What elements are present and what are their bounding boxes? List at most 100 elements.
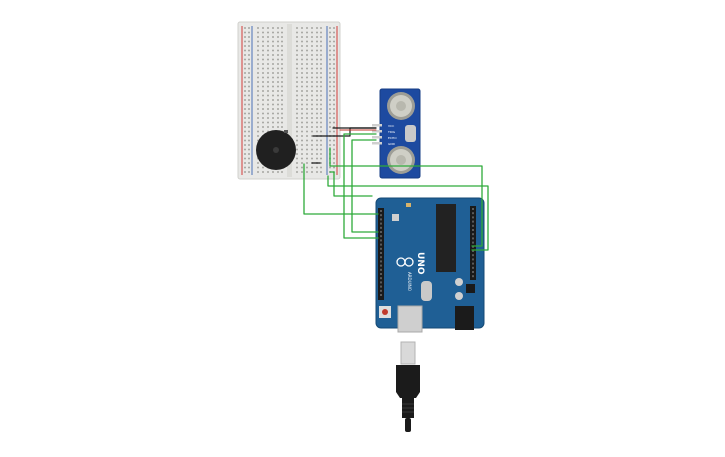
breadboard-hole [296,40,298,43]
breadboard-hole [320,117,322,119]
arduino-header-pin [380,289,382,292]
breadboard-hole [296,49,298,52]
breadboard-hole [281,36,283,38]
arduino-header-pin [380,256,382,259]
usb-cable[interactable] [396,341,420,432]
breadboard-hole [296,121,298,124]
ultrasonic-sensor[interactable]: VCC TRIG ECHO GND [372,88,421,179]
breadboard-hole [248,63,250,65]
breadboard-hole [262,126,264,128]
breadboard-hole [329,85,331,88]
breadboard-hole [248,58,250,61]
breadboard-hole [244,81,246,83]
breadboard-hole [257,85,259,88]
breadboard-hole [311,108,313,110]
usb-plug-housing [396,365,420,398]
breadboard-hole [244,108,246,110]
breadboard-hole [281,85,283,88]
breadboard-hole [267,99,269,101]
arduino-header-pin [472,229,474,231]
breadboard-hole [301,135,303,137]
breadboard-hole [267,54,269,56]
breadboard-hole [329,49,331,52]
arduino-smd-part [392,214,399,221]
breadboard-hole [267,72,269,74]
breadboard-hole [257,31,259,34]
breadboard-hole [296,135,298,137]
breadboard-hole [248,126,250,128]
arduino-header-pin [380,281,382,284]
breadboard-hole [257,121,259,124]
breadboard-hole [296,157,298,160]
breadboard-hole [311,121,313,124]
breadboard-hole [306,148,308,151]
breadboard-hole [296,45,298,47]
arduino-header-pin [380,252,382,254]
breadboard-hole [272,58,274,61]
breadboard-hole [306,112,308,115]
wire-green-rail [329,171,373,197]
breadboard-hole [281,27,283,29]
breadboard-hole [296,139,298,142]
breadboard-hole [301,54,303,56]
breadboard-hole [277,108,279,110]
breadboard-hole [329,94,331,97]
breadboard-hole [262,31,264,34]
breadboard-hole [320,76,322,79]
breadboard-hole [244,157,246,160]
breadboard-hole [301,72,303,74]
breadboard-hole [267,31,269,34]
sensor-pin-label-1: VCC [388,124,394,128]
arduino-header-pin [472,271,474,273]
breadboard-hole [296,31,298,34]
piezo-buzzer[interactable] [256,130,296,170]
breadboard-hole [281,76,283,79]
breadboard-hole [296,99,298,101]
sensor-pin-2 [372,130,382,133]
breadboard-hole [306,27,308,29]
breadboard-hole [257,94,259,97]
breadboard-hole [296,67,298,70]
breadboard-hole [316,117,318,119]
breadboard-hole [281,31,283,34]
arduino-uno-board[interactable]: UNO ARDUINO [375,197,485,333]
breadboard-hole [272,117,274,119]
breadboard-hole [296,117,298,119]
breadboard-hole [277,112,279,115]
breadboard-hole [257,90,259,92]
breadboard-hole [333,36,335,38]
breadboard-hole [244,144,246,146]
breadboard-hole [306,144,308,146]
sensor-pin-label-3: ECHO [388,136,397,140]
breadboard-hole [296,94,298,97]
breadboard-hole [244,117,246,119]
breadboard-hole [248,153,250,155]
breadboard-hole [301,85,303,88]
breadboard-hole [244,94,246,97]
breadboard-hole [320,144,322,146]
breadboard-hole [306,81,308,83]
breadboard-hole [277,76,279,79]
breadboard-hole [329,166,331,169]
breadboard-hole [301,112,303,115]
breadboard-hole [281,67,283,70]
arduino-header-pin [380,277,382,280]
breadboard-hole [257,130,259,133]
breadboard-hole [320,85,322,88]
breadboard-hole [301,166,303,169]
breadboard-hole [248,103,250,106]
breadboard-hole [301,153,303,155]
breadboard-hole [316,85,318,88]
breadboard-hole [311,139,313,142]
breadboard-hole [257,36,259,38]
breadboard-hole [301,40,303,43]
breadboard-hole [267,130,269,133]
arduino-led [406,203,411,207]
arduino-logo-icon [396,257,414,267]
breadboard-hole [277,99,279,101]
arduino-header-pin [380,273,382,275]
breadboard-hole [296,90,298,92]
breadboard-hole [277,90,279,92]
breadboard-hole [277,63,279,65]
breadboard-hole [306,90,308,92]
